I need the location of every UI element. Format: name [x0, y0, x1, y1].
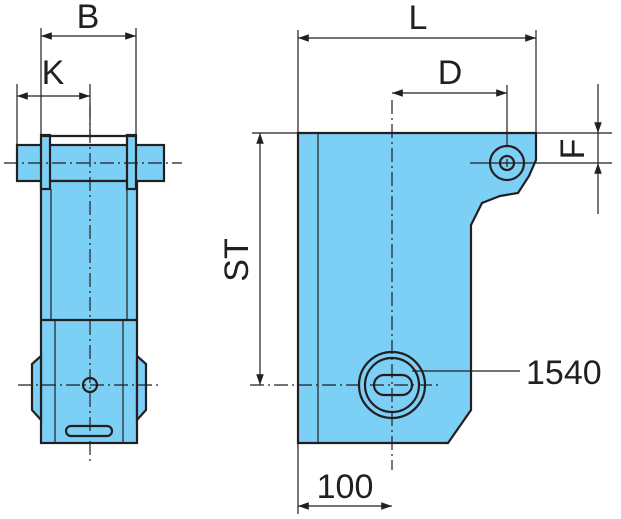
- label-k: K: [42, 54, 65, 92]
- front-view-plate: [296, 131, 538, 445]
- side-view-slot: [64, 424, 114, 438]
- label-b: B: [77, 0, 100, 36]
- label-st: ST: [218, 238, 256, 281]
- label-l: L: [409, 0, 428, 37]
- side-view: [4, 105, 182, 465]
- dimension-b: B: [40, 0, 137, 140]
- label-d: D: [438, 54, 463, 92]
- dimension-100: 100: [297, 443, 392, 514]
- label-part-number: 1540: [526, 354, 602, 392]
- label-f: F: [554, 139, 592, 160]
- front-view: [250, 100, 540, 470]
- dimension-k: K: [16, 54, 91, 145]
- dimension-l: L: [297, 0, 537, 133]
- side-view-bolt-right: [125, 133, 138, 191]
- dimension-f: F: [536, 84, 612, 214]
- dimension-d: D: [392, 54, 508, 146]
- side-view-column: [39, 179, 139, 445]
- callout-1540: 1540: [412, 354, 602, 392]
- dimension-st: ST: [218, 132, 298, 385]
- label-100: 100: [317, 468, 374, 506]
- side-view-bolt-left: [39, 133, 52, 191]
